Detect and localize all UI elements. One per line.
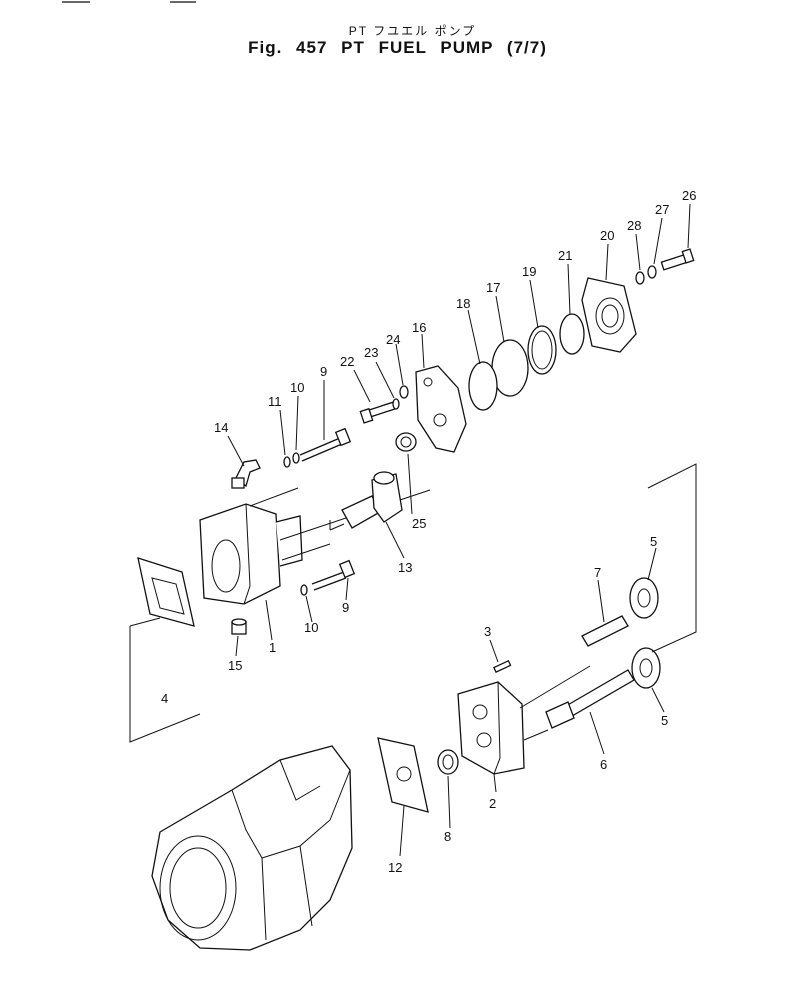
callout-9-upper: 9 xyxy=(320,364,327,379)
figure-title: Fig. 457 PT FUEL PUMP (7/7) xyxy=(248,38,547,57)
callout-10-lower: 10 xyxy=(304,620,318,635)
callout-1: 1 xyxy=(269,640,276,655)
callout-10-upper: 10 xyxy=(290,380,304,395)
callout-7: 7 xyxy=(594,565,601,580)
part-6-shaft xyxy=(545,669,635,729)
part-20-cover-plate xyxy=(581,277,637,353)
part-9-bolt-upper xyxy=(299,427,352,462)
leader-bracket-5 xyxy=(647,463,697,653)
callout-23: 23 xyxy=(364,345,378,360)
callout-20: 20 xyxy=(600,228,614,243)
callout-13: 13 xyxy=(398,560,412,575)
part-10-washer-upper xyxy=(292,452,300,464)
part-2-pump-body xyxy=(457,665,591,775)
callout-3: 3 xyxy=(484,624,491,639)
callouts: 1 2 3 4 5 5 6 7 8 9 9 10 10 11 12 13 14 … xyxy=(161,188,696,875)
part-22-screw xyxy=(359,401,398,424)
part-3-dowel xyxy=(493,659,512,673)
callout-14: 14 xyxy=(214,420,228,435)
part-12-gasket xyxy=(377,737,429,813)
part-8-bearing xyxy=(437,749,459,775)
part-7-pin xyxy=(581,615,629,647)
part-10-washer-lower xyxy=(300,584,308,596)
callout-28: 28 xyxy=(627,218,641,233)
callout-24: 24 xyxy=(386,332,400,347)
callout-27: 27 xyxy=(655,202,669,217)
callout-22: 22 xyxy=(340,354,354,369)
part-4-gasket xyxy=(137,557,195,627)
part-18-o-ring xyxy=(468,361,498,411)
callout-17: 17 xyxy=(486,280,500,295)
callout-4: 4 xyxy=(161,691,168,706)
callout-12: 12 xyxy=(388,860,402,875)
part-15-plug xyxy=(231,618,247,635)
callout-9-lower: 9 xyxy=(342,600,349,615)
leader-lines xyxy=(227,203,691,857)
part-13-fitting xyxy=(329,471,403,531)
part-11-washer xyxy=(283,456,291,468)
part-25-seal xyxy=(395,432,417,452)
callout-25: 25 xyxy=(412,516,426,531)
part-26-bolt xyxy=(660,248,695,271)
callout-26: 26 xyxy=(682,188,696,203)
part-14-elbow xyxy=(231,459,261,489)
part-19-ring xyxy=(527,325,557,375)
part-5-gear-lower xyxy=(631,647,661,689)
callout-15: 15 xyxy=(228,658,242,673)
leader-bracket-4 xyxy=(129,617,201,743)
part-27-washer xyxy=(647,265,657,279)
callout-16: 16 xyxy=(412,320,426,335)
callout-21: 21 xyxy=(558,248,572,263)
part-28-washer xyxy=(635,271,645,285)
callout-18: 18 xyxy=(456,296,470,311)
engine-housing xyxy=(151,745,353,951)
part-9-bolt-lower xyxy=(311,559,356,591)
callout-2: 2 xyxy=(489,796,496,811)
title-japanese: PT フユエル ポンプ xyxy=(348,24,477,38)
callout-11: 11 xyxy=(268,394,282,409)
callout-19: 19 xyxy=(522,264,536,279)
callout-6: 6 xyxy=(600,757,607,772)
callout-5-upper: 5 xyxy=(650,534,657,549)
part-23-washer xyxy=(392,398,400,410)
part-21-o-ring xyxy=(559,313,585,355)
callout-5-lower: 5 xyxy=(661,713,668,728)
part-5-gear-upper xyxy=(629,577,659,619)
callout-8: 8 xyxy=(444,829,451,844)
part-24-washer xyxy=(399,385,409,399)
part-16-bracket xyxy=(415,365,467,453)
part-1-pump-housing xyxy=(199,487,431,605)
